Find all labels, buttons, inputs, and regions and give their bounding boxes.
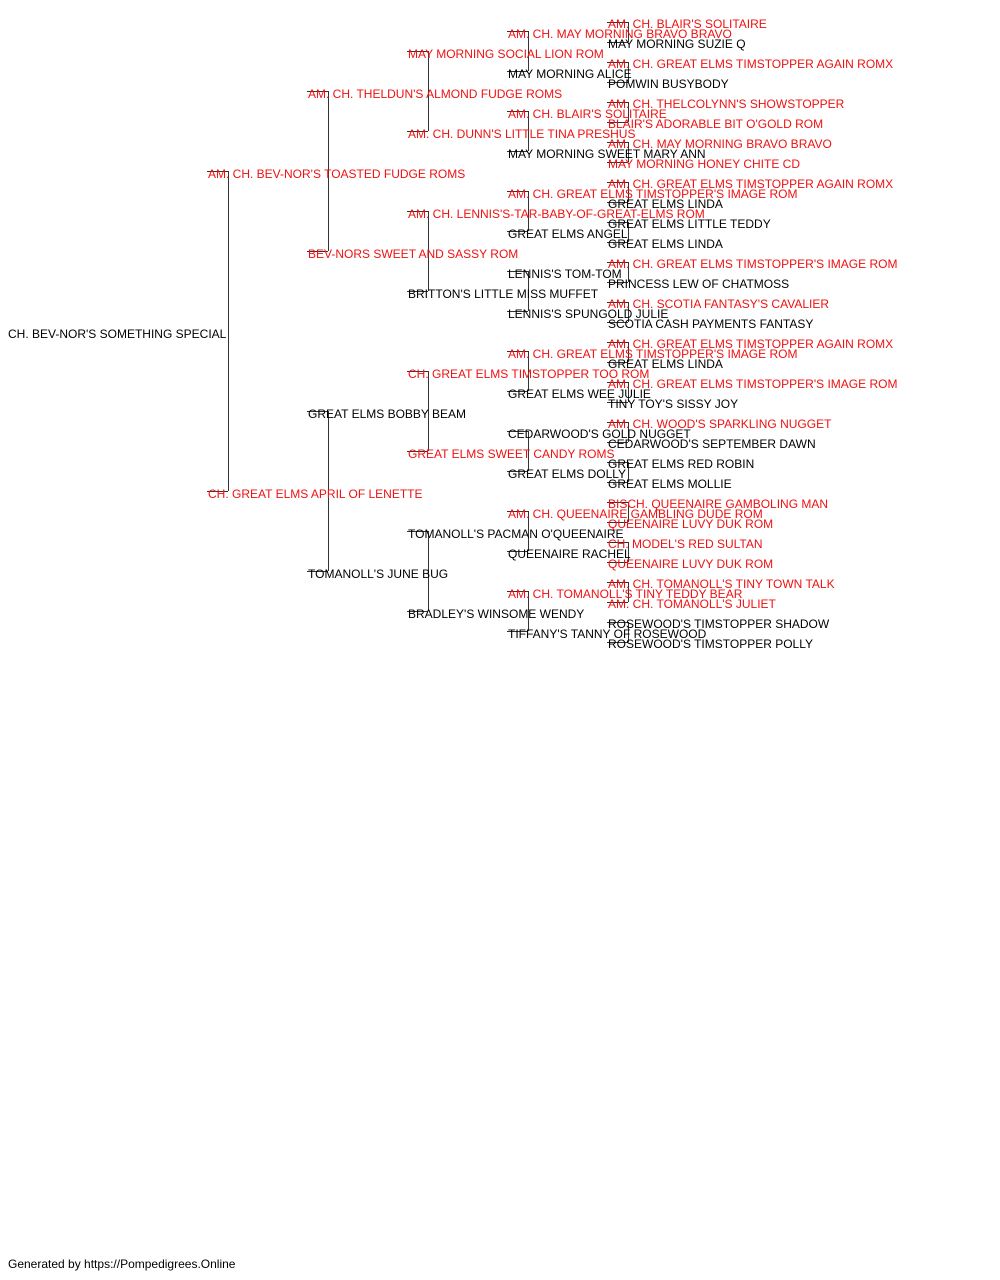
pedigree-name-g4: CEDARWOOD'S GOLD NUGGET [508, 427, 691, 441]
pedigree-name-g5: QUEENAIRE LUVY DUK ROM [608, 557, 774, 571]
pedigree-name-g4: QUEENAIRE RACHEL [508, 547, 631, 561]
pedigree-name-g5: AM. CH. THELCOLYNN'S SHOWSTOPPER [608, 97, 845, 111]
pedigree-name-g4: LENNIS'S TOM-TOM [508, 267, 622, 281]
pedigree-name-g1: CH. GREAT ELMS APRIL OF LENETTE [208, 487, 423, 501]
pedigree-name-g5: GREAT ELMS LINDA [608, 357, 723, 371]
pedigree-name-g5: GREAT ELMS LINDA [608, 237, 723, 251]
pedigree-name-g5: AM. CH. GREAT ELMS TIMSTOPPER AGAIN ROMX [608, 177, 894, 191]
pedigree-name-g5: GREAT ELMS LINDA [608, 197, 723, 211]
pedigree-name-g3: GREAT ELMS SWEET CANDY ROMS [408, 447, 615, 461]
pedigree-name-g3: CH. GREAT ELMS TIMSTOPPER TOO ROM [408, 367, 650, 381]
pedigree-name-g5: AM. CH. GREAT ELMS TIMSTOPPER'S IMAGE RO… [608, 377, 898, 391]
pedigree-name-g5: ROSEWOOD'S TIMSTOPPER SHADOW [608, 617, 830, 631]
pedigree-name-g2: TOMANOLL'S JUNE BUG [308, 567, 449, 581]
pedigree-name-g4: AM. CH. GREAT ELMS TIMSTOPPER'S IMAGE RO… [508, 347, 798, 361]
pedigree-name-g5: AM. CH. TOMANOLL'S JULIET [608, 597, 776, 611]
pedigree-name-g5: AM. CH. GREAT ELMS TIMSTOPPER AGAIN ROMX [608, 337, 894, 351]
pedigree-name-g5: CEDARWOOD'S SEPTEMBER DAWN [608, 437, 816, 451]
pedigree-name-g2: GREAT ELMS BOBBY BEAM [308, 407, 467, 421]
pedigree-name-g5: PRINCESS LEW OF CHATMOSS [608, 277, 790, 291]
pedigree-name-g5: AM. CH. GREAT ELMS TIMSTOPPER AGAIN ROMX [608, 57, 894, 71]
pedigree-name-g0: CH. BEV-NOR'S SOMETHING SPECIAL [8, 327, 227, 341]
pedigree-name-g3: BRITTON'S LITTLE MISS MUFFET [408, 287, 599, 301]
pedigree-name-g3: AM. CH. DUNN'S LITTLE TINA PRESHUS [408, 127, 636, 141]
pedigree-name-g4: MAY MORNING ALICE [508, 67, 632, 81]
pedigree-name-g3: BRADLEY'S WINSOME WENDY [408, 607, 585, 621]
pedigree-name-g4: AM. CH. GREAT ELMS TIMSTOPPER'S IMAGE RO… [508, 187, 798, 201]
generated-by-credit: Generated by https://Pompedigrees.Online [8, 1257, 236, 1271]
pedigree-name-g4: AM. CH. BLAIR'S SOLITAIRE [508, 107, 667, 121]
pedigree-name-g5: MAY MORNING HONEY CHITE CD [608, 157, 801, 171]
pedigree-name-g3: MAY MORNING SOCIAL LION ROM [408, 47, 604, 61]
pedigree-name-g4: LENNIS'S SPUNGOLD JULIE [508, 307, 669, 321]
pedigree-name-g5: GREAT ELMS MOLLIE [608, 477, 732, 491]
pedigree-name-g5: AM. CH. WOOD'S SPARKLING NUGGET [608, 417, 832, 431]
pedigree-name-g3: AM. CH. LENNIS'S-TAR-BABY-OF-GREAT-ELMS … [408, 207, 705, 221]
pedigree-name-g5: CH. MODEL'S RED SULTAN [608, 537, 763, 551]
pedigree-name-g4: MAY MORNING SWEET MARY ANN [508, 147, 706, 161]
pedigree-name-g4: AM. CH. MAY MORNING BRAVO BRAVO [508, 27, 732, 41]
pedigree-name-g5: QUEENAIRE LUVY DUK ROM [608, 517, 774, 531]
pedigree-name-g4: GREAT ELMS WEE JULIE [508, 387, 651, 401]
pedigree-name-g5: BISCH. QUEENAIRE GAMBOLING MAN [608, 497, 829, 511]
pedigree-name-g3: TOMANOLL'S PACMAN O'QUEENAIRE [408, 527, 624, 541]
pedigree-name-g5: POMWIN BUSYBODY [608, 77, 729, 91]
pedigree-name-g5: GREAT ELMS RED ROBIN [608, 457, 755, 471]
pedigree-name-g5: AM. CH. GREAT ELMS TIMSTOPPER'S IMAGE RO… [608, 257, 898, 271]
pedigree-name-g5: AM. CH. SCOTIA FANTASY'S CAVALIER [608, 297, 830, 311]
pedigree-name-g5: AM. CH. MAY MORNING BRAVO BRAVO [608, 137, 832, 151]
pedigree-name-g2: BEV-NORS SWEET AND SASSY ROM [308, 247, 519, 261]
pedigree-name-g5: AM. CH. TOMANOLL'S TINY TOWN TALK [608, 577, 835, 591]
pedigree-name-g5: SCOTIA CASH PAYMENTS FANTASY [608, 317, 814, 331]
pedigree-name-g4: TIFFANY'S TANNY OF ROSEWOOD [508, 627, 707, 641]
pedigree-name-g5: BLAIR'S ADORABLE BIT O'GOLD ROM [608, 117, 824, 131]
pedigree-name-g4: AM. CH. QUEENAIRE GAMBLING DUDE ROM [508, 507, 763, 521]
pedigree-name-g5: TINY TOY'S SISSY JOY [608, 397, 739, 411]
pedigree-name-g4: GREAT ELMS ANGEL [508, 227, 628, 241]
pedigree-name-g5: GREAT ELMS LITTLE TEDDY [608, 217, 771, 231]
pedigree-name-g5: AM. CH. BLAIR'S SOLITAIRE [608, 17, 767, 31]
pedigree-name-g5: ROSEWOOD'S TIMSTOPPER POLLY [608, 637, 814, 651]
pedigree-name-g4: AM. CH. TOMANOLL'S TINY TEDDY BEAR [508, 587, 743, 601]
pedigree-name-g5: MAY MORNING SUZIE Q [608, 37, 746, 51]
pedigree-name-g4: GREAT ELMS DOLLY [508, 467, 627, 481]
pedigree-name-g2: AM. CH. THELDUN'S ALMOND FUDGE ROMS [308, 87, 563, 101]
pedigree-name-g1: AM. CH. BEV-NOR'S TOASTED FUDGE ROMS [208, 167, 466, 181]
